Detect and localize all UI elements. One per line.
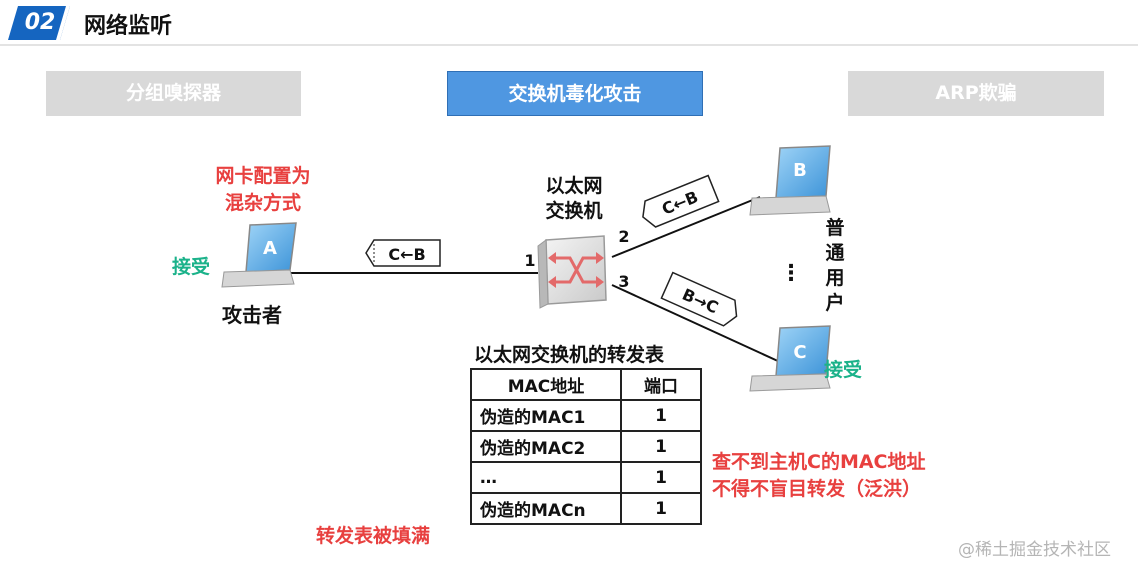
laptop-a-letter: A [263,238,277,259]
header-divider [0,44,1138,46]
host-c-accept-label: 接受 [824,359,863,381]
laptop-b-icon [749,145,831,216]
table-cell-port: 1 [620,461,702,494]
table-cell-mac: 伪造的MAC2 [470,430,622,463]
frame-label-to-a: C←B [388,245,425,264]
laptop-b-letter: B [793,160,807,181]
table-row: … 1 [470,461,702,494]
switch-label: 以太网 交换机 [545,175,603,222]
table-cell-mac: 伪造的MACn [470,492,622,525]
table-full-note: 转发表被填满 [316,525,431,547]
table-header-row: MAC地址 端口 [470,368,702,401]
table-cell-port: 1 [620,430,702,463]
normal-users-label: 普 通 用 户 [825,217,845,314]
section-badge [8,6,70,40]
port-2-label: 2 [618,227,629,246]
tab-switch-poisoning[interactable]: 交换机毒化攻击 [447,71,703,116]
host-a-accept-label: 接受 [172,256,211,278]
users-ellipsis: ⋮ [780,261,802,286]
laptop-a-icon [221,222,297,288]
port-1-label: 1 [524,251,535,270]
forwarding-table-title: 以太网交换机的转发表 [474,344,665,366]
port-3-label: 3 [618,272,629,291]
table-row: 伪造的MAC2 1 [470,430,702,463]
nic-promiscuous-note: 网卡配置为 混杂方式 [215,165,311,214]
link-switch-b [611,196,761,258]
table-cell-port: 1 [620,492,702,525]
link-switch-c [611,284,781,363]
forwarding-table: MAC地址 端口 伪造的MAC1 1 伪造的MAC2 1 … 1 伪造的MACn… [470,368,702,525]
table-cell-port: 1 [620,399,702,432]
flooding-note: 查不到主机C的MAC地址 不得不盲目转发（泛洪） [712,451,926,500]
frame-tag-from-b [642,174,720,228]
tab-packet-sniffer[interactable]: 分组嗅探器 [46,71,301,116]
attacker-label: 攻击者 [222,303,282,327]
frame-tag-to-c [660,271,738,327]
laptop-c-icon [749,325,831,392]
table-row: 伪造的MACn 1 [470,492,702,525]
section-number: 02 [24,10,56,35]
frame-tag-to-a [365,239,441,267]
watermark: @稀土掘金技术社区 [958,540,1111,560]
table-cell-mac: … [470,461,622,494]
table-header-mac: MAC地址 [470,368,622,401]
ethernet-switch-icon [537,235,607,309]
table-header-port: 端口 [620,368,702,401]
tab-arp-spoofing[interactable]: ARP欺骗 [848,71,1104,116]
table-cell-mac: 伪造的MAC1 [470,399,622,432]
page-title: 网络监听 [84,14,173,39]
table-row: 伪造的MAC1 1 [470,399,702,432]
laptop-c-letter: C [793,342,806,363]
